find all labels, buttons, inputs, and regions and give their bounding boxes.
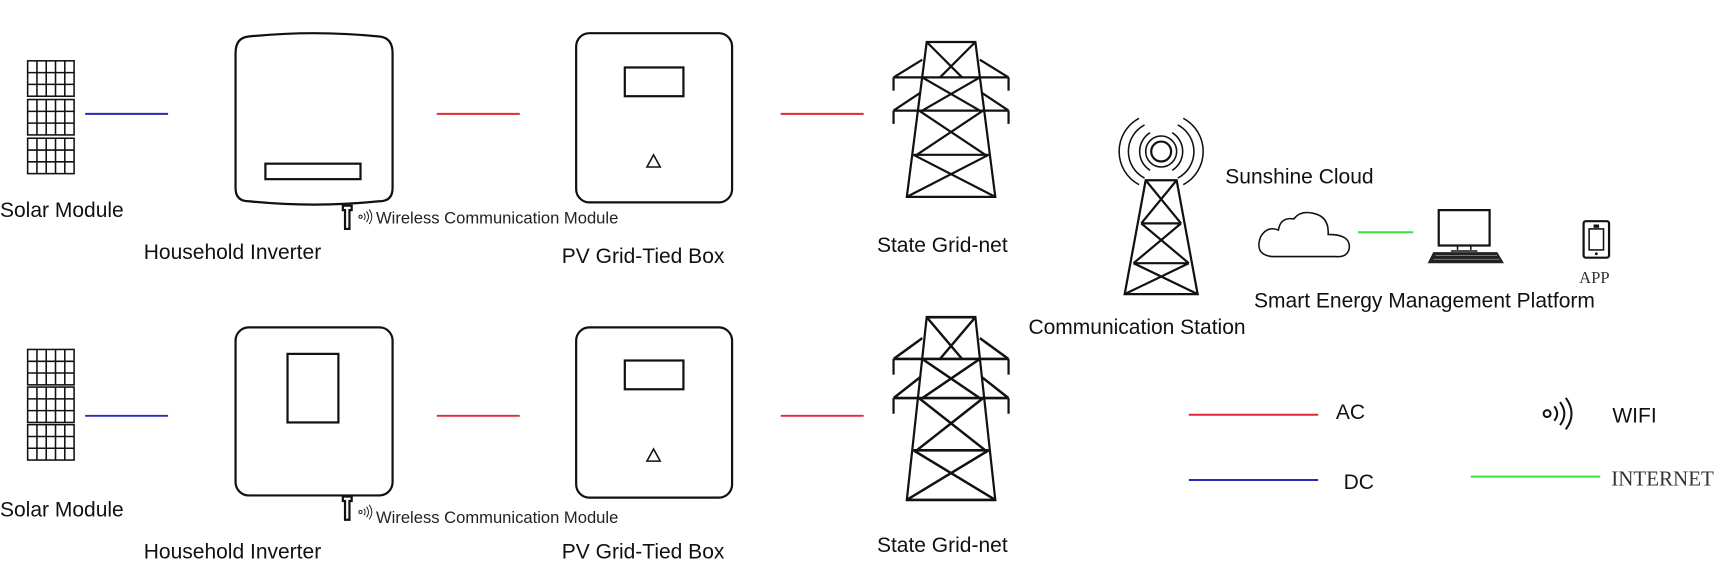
wireless-module-label: Wireless Communication Module bbox=[376, 508, 618, 527]
sunshine-cloud-label: Sunshine Cloud bbox=[1225, 166, 1373, 189]
state-grid-label: State Grid-net bbox=[877, 534, 1008, 557]
state-grid-label: State Grid-net bbox=[877, 234, 1008, 257]
cloud-icon bbox=[1258, 211, 1351, 258]
transmission-tower-icon bbox=[892, 315, 1010, 502]
household-inverter-label: Household Inverter bbox=[144, 540, 321, 563]
household-inverter-icon bbox=[234, 32, 394, 231]
app-phone-icon bbox=[1582, 220, 1611, 259]
pv-grid-tied-box-icon bbox=[575, 32, 734, 204]
household-inverter-icon bbox=[234, 326, 394, 521]
legend: AC DC WIFI INTERNET bbox=[1188, 396, 1714, 494]
wifi-icon bbox=[358, 208, 373, 225]
transmission-tower-icon bbox=[892, 40, 1010, 198]
solar-module-label: Solar Module bbox=[0, 199, 124, 222]
pv-grid-tied-box-label: PV Grid-Tied Box bbox=[562, 540, 725, 563]
computer-icon bbox=[1427, 209, 1504, 264]
legend-dc-label: DC bbox=[1344, 471, 1374, 494]
communication-station-icon bbox=[1118, 117, 1204, 296]
solar-module-icon bbox=[26, 348, 75, 461]
row-2: Solar Module Wireless Communication Modu… bbox=[0, 315, 1010, 563]
wifi-icon bbox=[358, 504, 373, 520]
legend-wifi-icon bbox=[1542, 396, 1573, 431]
legend-internet-label: INTERNET bbox=[1611, 466, 1714, 490]
legend-ac-label: AC bbox=[1336, 401, 1365, 424]
wireless-module-label: Wireless Communication Module bbox=[376, 208, 618, 227]
solar-module-label: Solar Module bbox=[0, 498, 124, 521]
smart-energy-platform-label: Smart Energy Management Platform bbox=[1254, 289, 1595, 312]
legend-wifi-label: WIFI bbox=[1612, 404, 1656, 427]
pv-grid-tied-box-icon bbox=[575, 326, 734, 499]
solar-module-icon bbox=[26, 60, 75, 175]
household-inverter-label: Household Inverter bbox=[144, 241, 321, 264]
communication-station-label: Communication Station bbox=[1028, 316, 1245, 339]
app-label: APP bbox=[1579, 268, 1609, 287]
pv-grid-tied-box-label: PV Grid-Tied Box bbox=[562, 245, 725, 268]
row-1: Solar Module Wireless Communication Modu… bbox=[0, 32, 1010, 268]
